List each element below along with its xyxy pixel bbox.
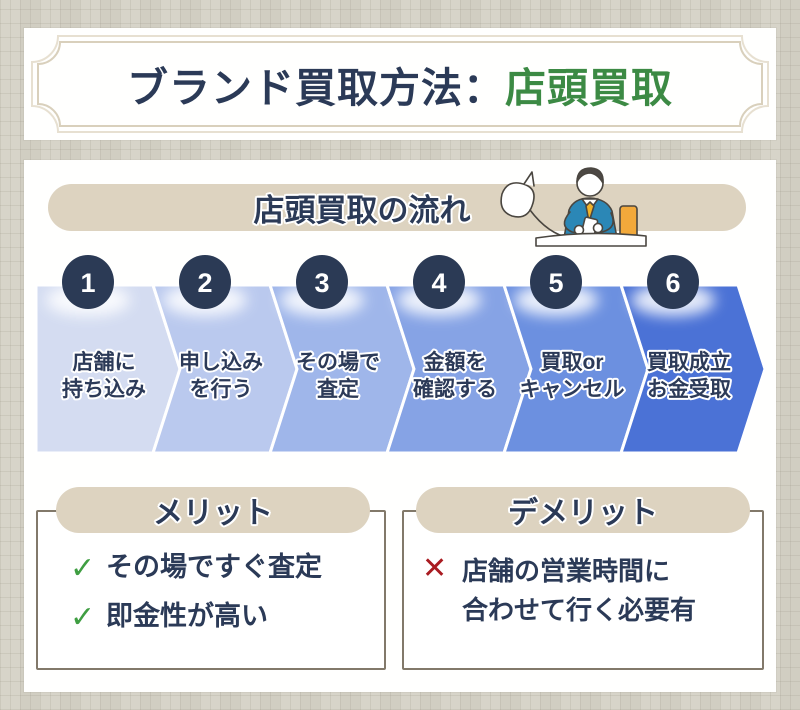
page-title-highlight: 店頭買取 [505,65,673,111]
step-label-line2: キャンセル [520,378,625,401]
step-number-badge [413,255,465,309]
merit-item-label: 即金性が高い [106,601,268,631]
merit-list: ✓ その場ですぐ査定 ✓ 即金性が高い [36,552,386,650]
step-label-line1: 買取or [541,351,604,374]
flow-step-arrow [618,283,767,455]
step-label-line2: を行う [190,377,253,401]
demerit-item-label: 店舗の営業時間に合わせて行く必要有 [462,552,696,630]
demerit-item-line1: 店舗の営業時間に [462,556,671,586]
step-number: 3 [314,268,329,298]
step-number-badge [296,255,348,309]
demerit-heading-banner: デメリット [416,487,750,533]
step-number: 6 [665,268,680,298]
flow-step: 買取or キャンセル 5 [501,255,650,455]
step-number-badge [179,255,231,309]
merit-item-label: その場ですぐ査定 [106,552,322,582]
merit-heading-banner: メリット [56,487,370,533]
flow-step: 買取成立 お金受取 6 [618,255,767,455]
flow-step: 金額を 確認する 4 [384,255,533,455]
page-title: ブランド買取方法：店頭買取 [127,54,673,114]
step-label-line2: お金受取 [647,377,731,401]
flow-diagram: 店舗に 持ち込み 1 申し込み を行う 2 その場で 査定 3 金額を 確認する… [34,255,767,455]
step-label-line2: 確認する [413,377,497,401]
step-number-badge [530,255,582,309]
step-label-line2: 査定 [317,377,359,401]
step-label-line1: 申し込み [179,351,263,374]
flow-step: その場で 査定 3 [267,255,416,455]
step-number: 4 [431,268,446,298]
step-label-line1: 店舗に [73,350,136,374]
step-label-line1: その場で [296,351,380,374]
demerit-item: ✕ 店舗の営業時間に合わせて行く必要有 [402,552,764,630]
appraiser-at-desk-illustration-icon [500,167,647,247]
demerit-card [402,510,764,670]
check-icon: ✓ [70,601,96,634]
title-card: ブランド買取方法：店頭買取 [24,28,776,140]
step-number: 2 [197,268,212,298]
merit-heading: メリット [153,497,273,530]
flow-step: 店舗に 持ち込み 1 [34,255,182,455]
step-number: 1 [80,268,95,298]
demerit-item-line2: 合わせて行く必要有 [462,595,697,625]
demerit-heading: デメリット [508,497,658,530]
page-title-prefix: ブランド買取方法： [127,65,505,111]
step-label-line1: 金額を [423,350,487,374]
merit-item: ✓ その場ですぐ査定 [36,552,386,585]
cross-icon: ✕ [422,552,448,585]
step-number-badge [62,255,114,309]
check-icon: ✓ [70,552,96,585]
step-number: 5 [548,268,563,298]
demerit-list: ✕ 店舗の営業時間に合わせて行く必要有 [402,552,764,646]
step-label-line1: 買取成立 [647,350,731,374]
step-number-badge [647,255,699,309]
merit-card [36,510,386,670]
merit-item: ✓ 即金性が高い [36,601,386,634]
step-label-line2: 持ち込み [62,377,146,401]
flow-heading: 店頭買取の流れ [253,193,471,228]
